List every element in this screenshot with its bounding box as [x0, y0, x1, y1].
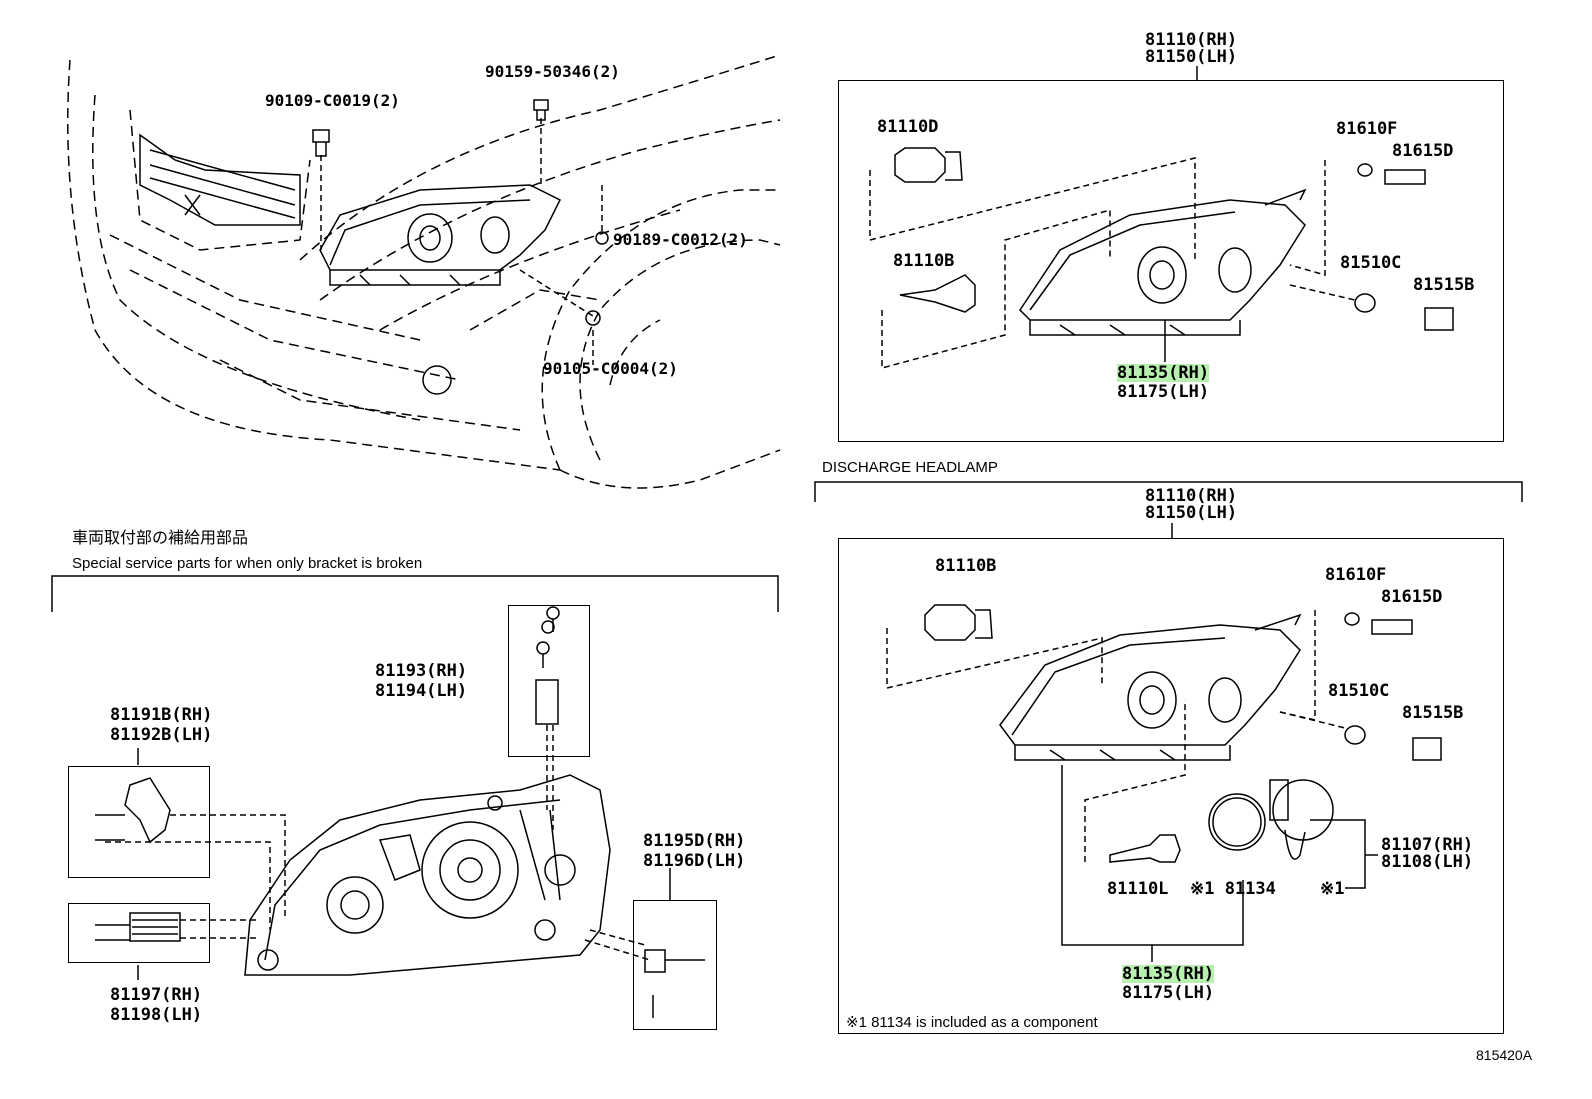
- service-bracket: [51, 575, 779, 612]
- label-discharge-rh: 81110(RH): [1145, 486, 1238, 506]
- label-top-rh: 81110(RH): [1145, 30, 1238, 50]
- bracket-b-frame: [508, 605, 590, 757]
- label-dis-unit-rh: 81135(RH): [1122, 964, 1215, 984]
- service-leaders: [105, 725, 651, 961]
- label-dis-bulb-high: 81110B: [935, 556, 997, 576]
- overview-headlamp: [319, 184, 562, 286]
- label-dis-oring: ※1 81134: [1190, 879, 1276, 899]
- label-bracket-d-lh: 81198(LH): [110, 1005, 203, 1025]
- label-bracket-b-lh: 81194(LH): [375, 681, 468, 701]
- discharge-footnote: ※1 81134 is included as a component: [846, 1014, 1098, 1031]
- label-top-unit-rh: 81135(RH): [1117, 363, 1210, 383]
- label-dis-side-socket: 81510C: [1328, 681, 1390, 701]
- label-dis-unit-lh: 81175(LH): [1122, 983, 1215, 1003]
- label-bracket-d-rh: 81197(RH): [110, 985, 203, 1005]
- label-nut-side: 90189-C0012(2): [613, 230, 748, 249]
- label-bolt-top-left: 90109-C0019(2): [265, 91, 400, 110]
- label-dis-cover-note-mark: ※1: [1320, 879, 1345, 899]
- label-dis-discharge-bulb: 81110L: [1107, 879, 1169, 899]
- label-screw-bottom: 90105-C0004(2): [543, 359, 678, 378]
- label-bolt-top-right: 90159-50346(2): [485, 62, 620, 81]
- discharge-assembly-frame: [838, 538, 1504, 1034]
- label-bracket-a-rh: 81191B(RH): [110, 705, 213, 725]
- bracket-a-frame: [68, 766, 210, 878]
- top-assembly-drawing: [1019, 188, 1307, 336]
- service-title-jp: 車両取付部の補給用部品: [72, 530, 249, 547]
- label-dis-bulb-small: 81615D: [1381, 587, 1443, 607]
- top-leaders: [869, 157, 1356, 369]
- label-top-lh: 81150(LH): [1145, 47, 1238, 67]
- car-front-overview: [67, 54, 781, 489]
- label-bracket-c-rh: 81195D(RH): [643, 831, 746, 851]
- bracket-d-frame: [68, 903, 210, 963]
- discharge-bracket: [814, 481, 1523, 502]
- service-brackets-parts: [95, 606, 705, 1018]
- label-top-socket: 81610F: [1336, 119, 1398, 139]
- label-bracket-a-lh: 81192B(LH): [110, 725, 213, 745]
- service-title-en: Special service parts for when only brac…: [72, 555, 423, 572]
- label-top-unit-lh: 81175(LH): [1117, 382, 1210, 402]
- service-headlamp-drawing: [244, 774, 611, 976]
- label-dis-side-bulb: 81515B: [1402, 703, 1464, 723]
- top-bulbs: [894, 147, 1454, 331]
- label-dis-cover-rh: 81107(RH): [1381, 835, 1474, 855]
- car-grille: [139, 133, 452, 395]
- top-assembly-frame: [838, 80, 1504, 442]
- label-top-side-socket: 81510C: [1340, 253, 1402, 273]
- bracket-c-frame: [633, 900, 717, 1030]
- label-top-bulb-high: 81110D: [877, 117, 939, 137]
- discharge-leaders: [886, 610, 1346, 862]
- label-bracket-b-rh: 81193(RH): [375, 661, 468, 681]
- discharge-bulbs: [924, 604, 1442, 863]
- label-top-bulb-small: 81615D: [1392, 141, 1454, 161]
- discharge-assembly-drawing: [999, 613, 1302, 761]
- discharge-unit-bracket: [1061, 765, 1378, 962]
- label-dis-socket: 81610F: [1325, 565, 1387, 585]
- label-dis-cover-lh: 81108(LH): [1381, 852, 1474, 872]
- label-top-side-bulb: 81515B: [1413, 275, 1475, 295]
- figure-code: 815420A: [1476, 1047, 1533, 1063]
- label-top-bulb-low: 81110B: [893, 251, 955, 271]
- label-discharge-lh: 81150(LH): [1145, 503, 1238, 523]
- overview-leaders: [320, 118, 603, 365]
- label-bracket-c-lh: 81196D(LH): [643, 851, 746, 871]
- overview-fasteners: [312, 99, 609, 326]
- discharge-section-title: DISCHARGE HEADLAMP: [822, 459, 998, 476]
